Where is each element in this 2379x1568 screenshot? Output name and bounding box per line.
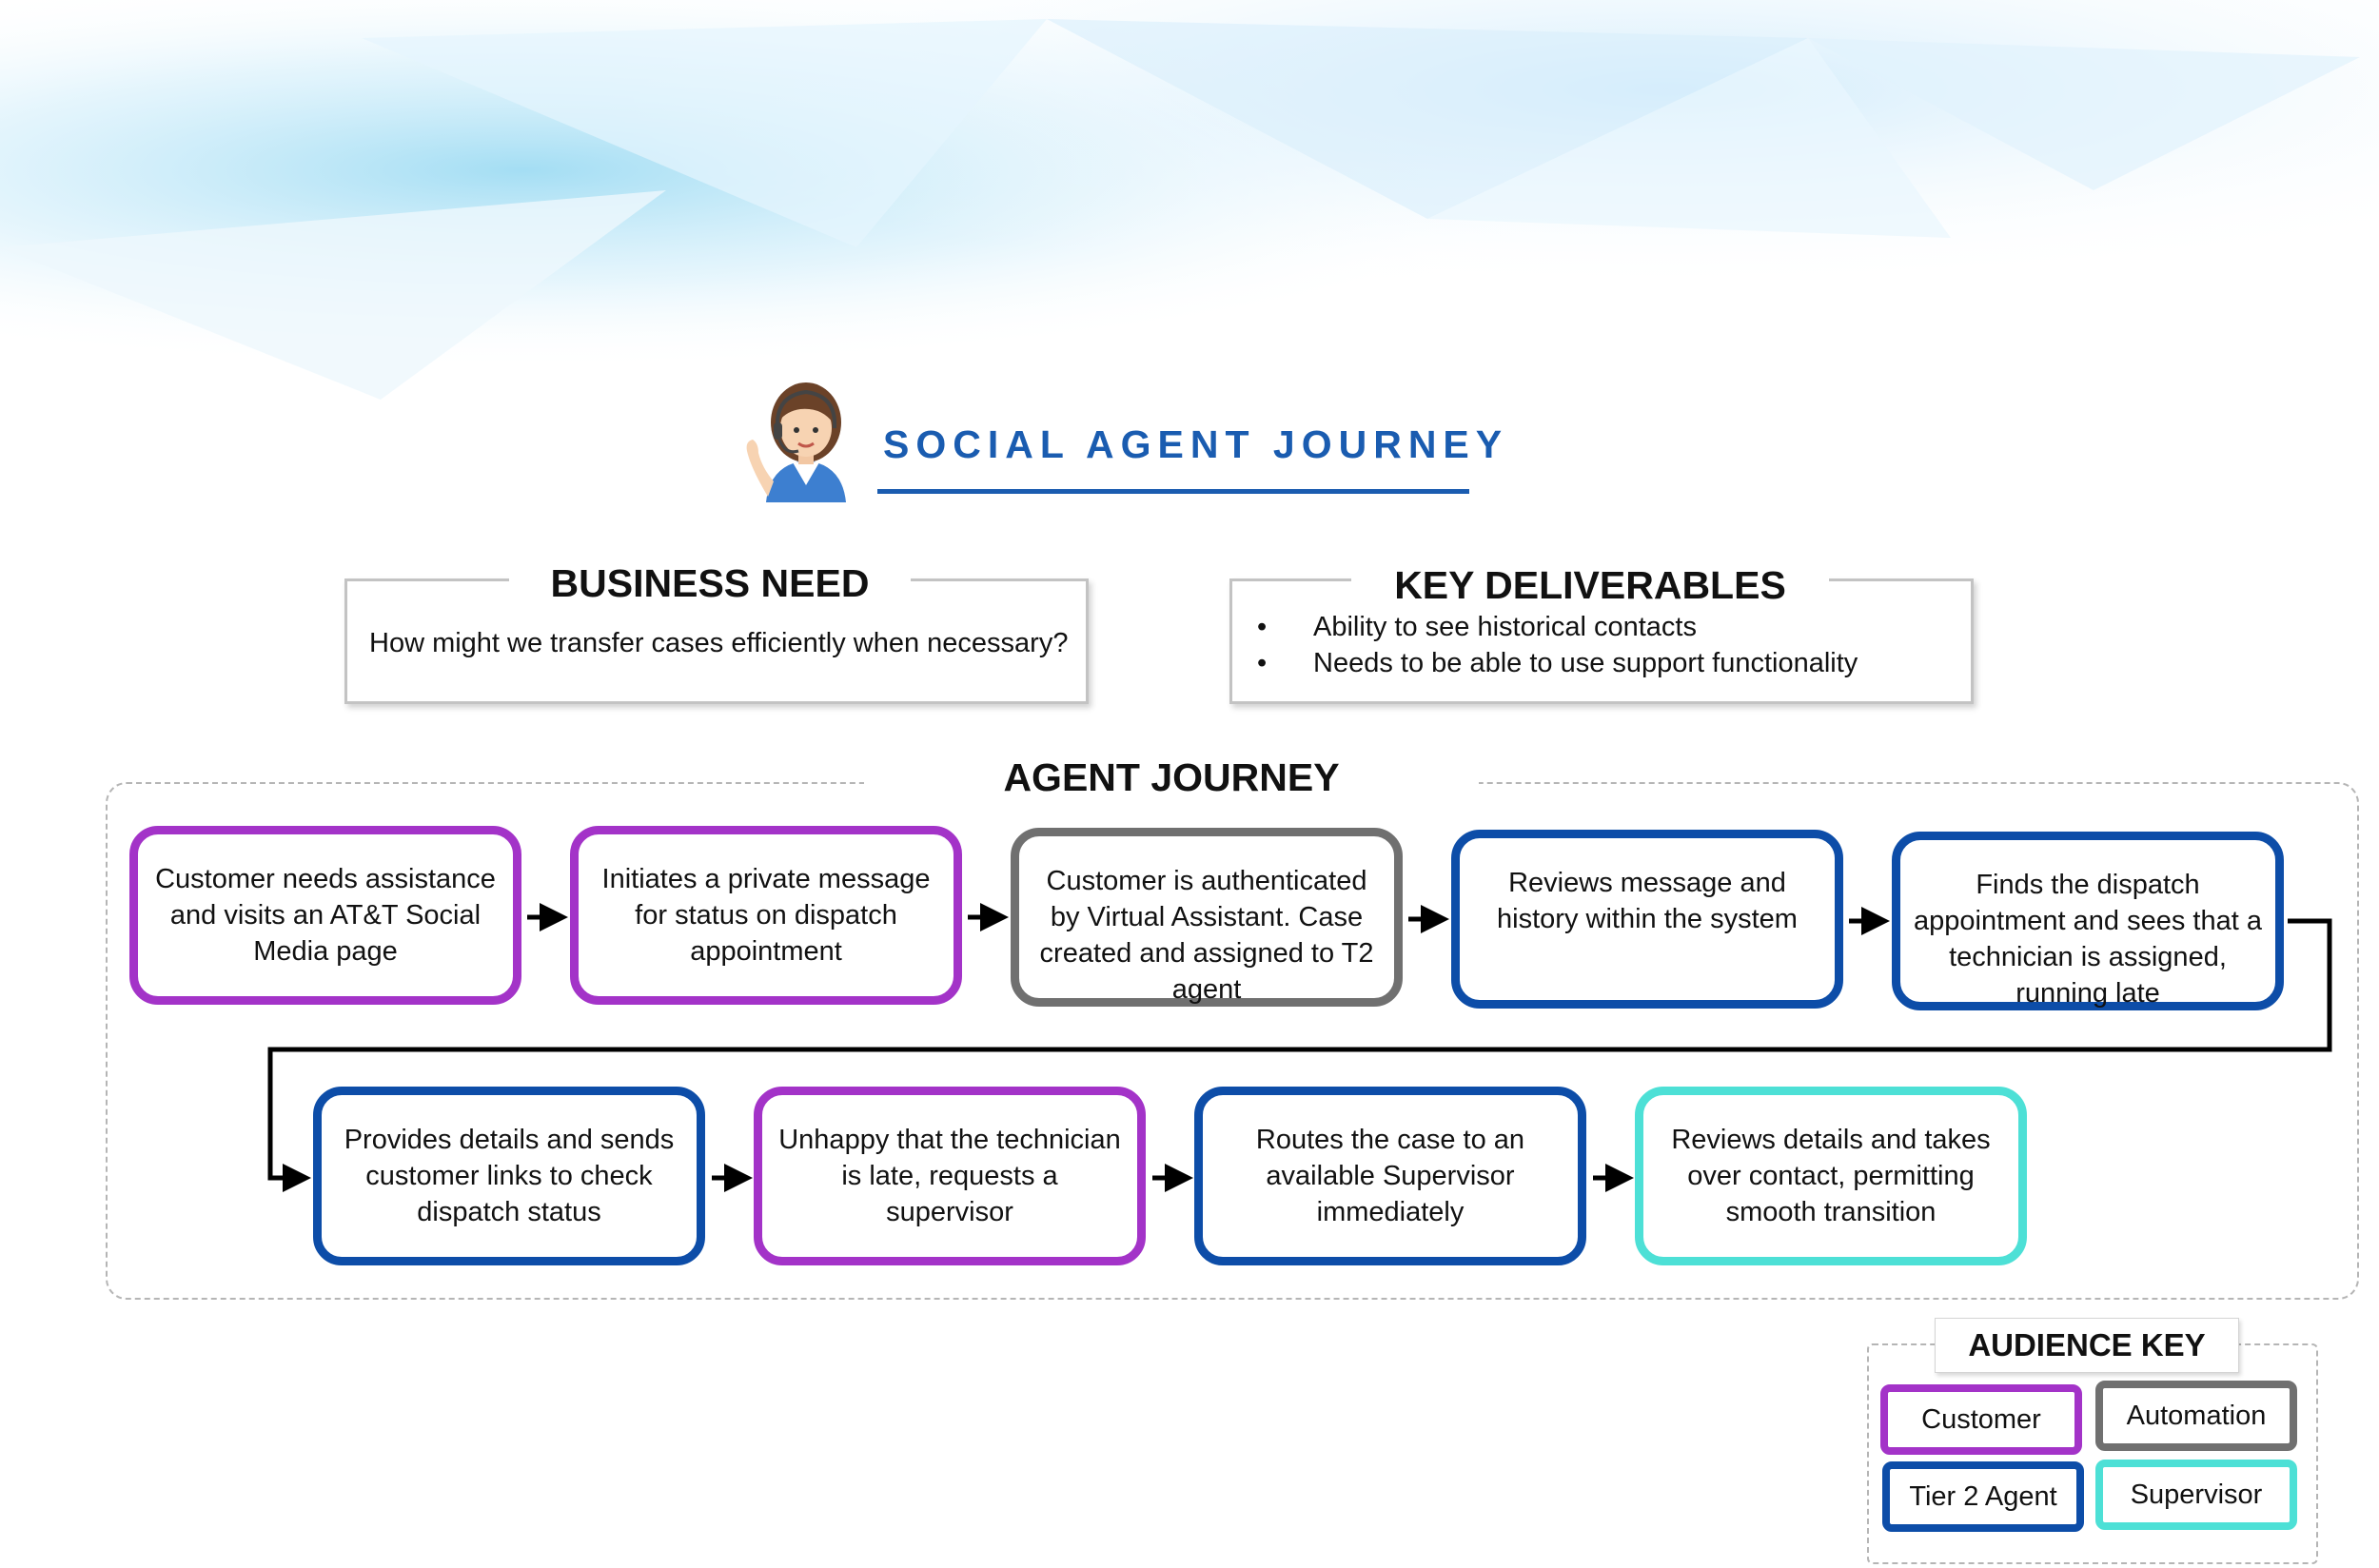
journey-step-text: Unhappy that the technician is late, req… (778, 1125, 1121, 1227)
journey-step-text: Initiates a private message for status o… (601, 864, 931, 967)
journey-step-text: Reviews message and history within the s… (1497, 868, 1798, 934)
page-title: SOCIAL AGENT JOURNEY (883, 422, 1509, 466)
audience-key-supervisor: Supervisor (2095, 1460, 2297, 1530)
key-deliverables-list: Ability to see historical contacts Needs… (1254, 609, 1858, 681)
audience-key-customer: Customer (1880, 1384, 2082, 1455)
journey-step-text: Customer is authenticated by Virtual Ass… (1039, 866, 1374, 1005)
journey-step: Reviews message and history within the s… (1451, 830, 1843, 1009)
key-deliverables-heading: KEY DELIVERABLES (1351, 554, 1829, 617)
journey-step-text: Finds the dispatch appointment and sees … (1914, 870, 2262, 1009)
journey-step: Provides details and sends customer link… (313, 1087, 705, 1265)
journey-step: Routes the case to an available Supervis… (1194, 1087, 1586, 1265)
background-decoration (0, 0, 2379, 447)
journey-step: Customer is authenticated by Virtual Ass… (1011, 828, 1403, 1007)
journey-step: Reviews details and takes over contact, … (1635, 1087, 2027, 1265)
list-item: Needs to be able to use support function… (1254, 645, 1858, 681)
audience-key-label: Tier 2 Agent (1909, 1480, 2057, 1512)
support-agent-icon (737, 369, 856, 502)
journey-step: Customer needs assistance and visits an … (129, 826, 521, 1005)
journey-step-text: Reviews details and takes over contact, … (1671, 1125, 1991, 1227)
business-need-text: How might we transfer cases efficiently … (369, 628, 1069, 658)
journey-step-text: Provides details and sends customer link… (344, 1125, 675, 1227)
audience-key-label: Supervisor (2130, 1479, 2263, 1510)
journey-step: Unhappy that the technician is late, req… (754, 1087, 1146, 1265)
list-item: Ability to see historical contacts (1254, 609, 1858, 645)
journey-step-text: Routes the case to an available Supervis… (1255, 1125, 1525, 1227)
audience-key-heading: AUDIENCE KEY (1935, 1318, 2239, 1373)
audience-key-automation: Automation (2095, 1381, 2297, 1451)
audience-key-label: Customer (1921, 1403, 2041, 1435)
agent-journey-heading: AGENT JOURNEY (864, 746, 1479, 809)
journey-step: Initiates a private message for status o… (570, 826, 962, 1005)
journey-step-text: Customer needs assistance and visits an … (155, 864, 496, 967)
title-underline (877, 489, 1469, 494)
journey-step: Finds the dispatch appointment and sees … (1892, 832, 2284, 1010)
audience-key-label: Automation (2126, 1400, 2267, 1431)
audience-key-tier2: Tier 2 Agent (1882, 1461, 2084, 1532)
business-need-heading: BUSINESS NEED (509, 552, 911, 615)
